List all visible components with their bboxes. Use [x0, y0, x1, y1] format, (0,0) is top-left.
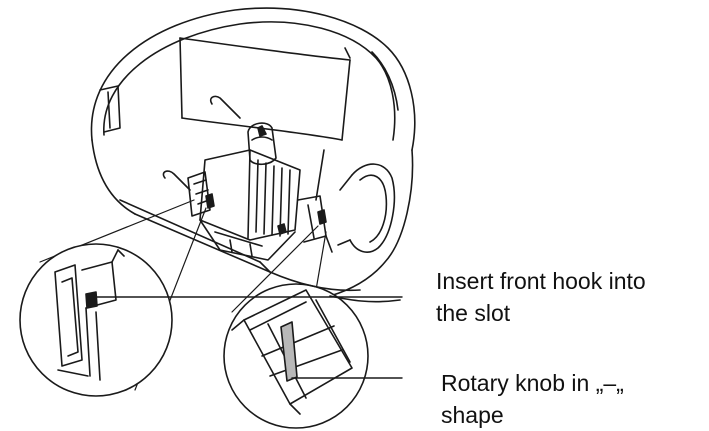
hook-callout-line1: Insert front hook into [436, 268, 646, 294]
knob-callout-line2: shape [441, 402, 504, 428]
housing-base [269, 271, 401, 303]
callout-leaders [89, 296, 403, 379]
roll-assembly [337, 163, 396, 253]
hook-detail-circle [19, 243, 173, 397]
knob-callout-line1: Rotary knob in „–„ [441, 370, 624, 396]
knob-detail-circle [223, 283, 369, 429]
hook-callout-label: Insert front hook into the slot [436, 265, 646, 329]
hook-callout-line2: the slot [436, 300, 511, 326]
print-mechanism [162, 95, 333, 261]
housing-outline [90, 7, 416, 297]
knob-callout-label: Rotary knob in „–„ shape [441, 367, 624, 431]
